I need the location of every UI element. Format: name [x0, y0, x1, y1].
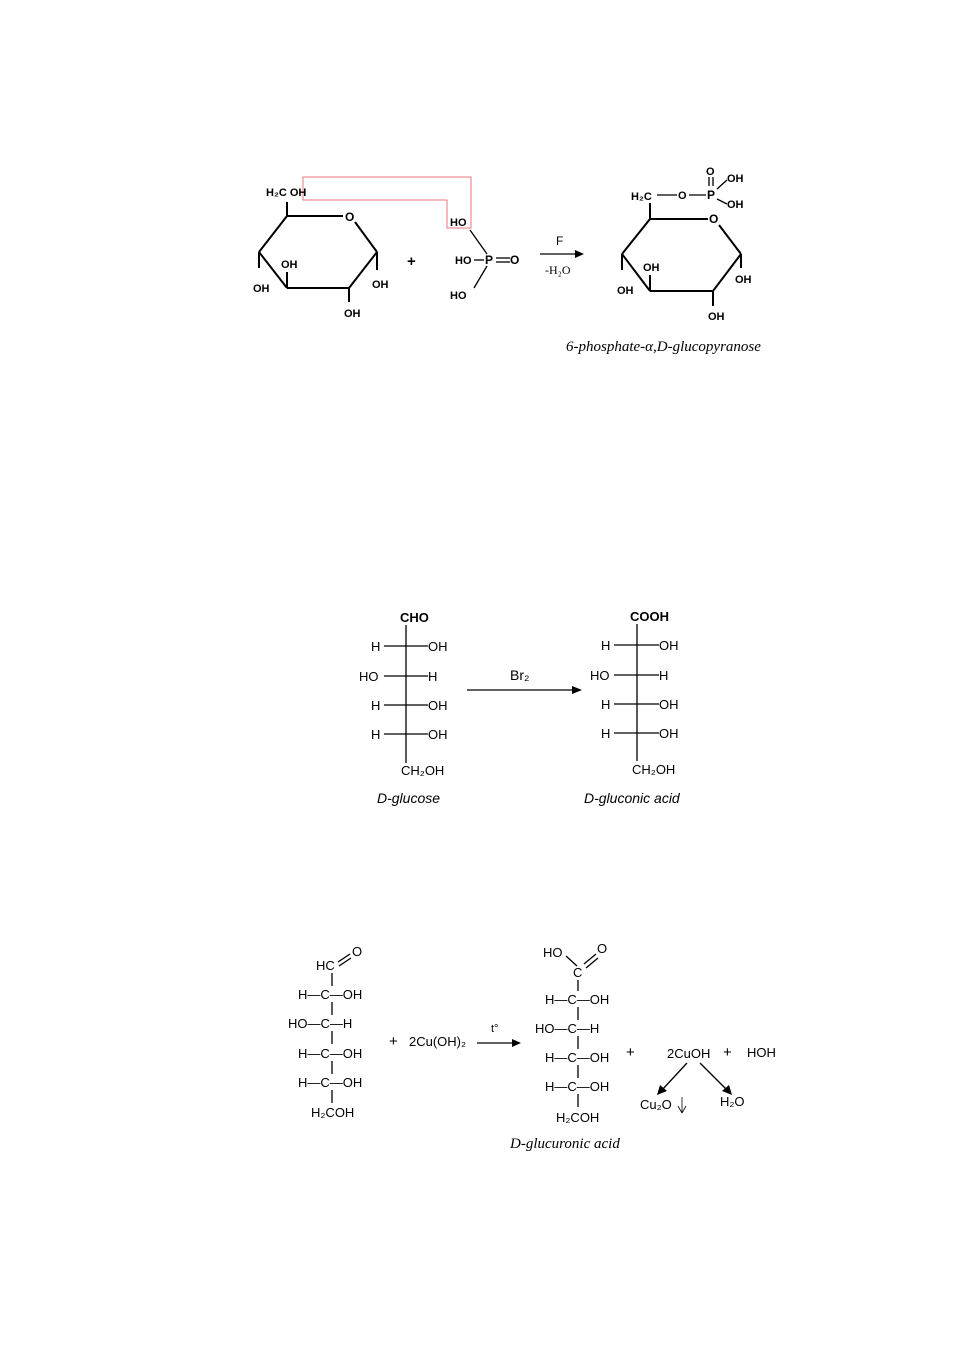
left-row4: H—C—OH	[298, 1075, 362, 1090]
gluconic-row2-left: HO	[590, 668, 610, 683]
gluconic-name: D-gluconic acid	[584, 790, 681, 806]
arrow-label-top: F	[556, 234, 563, 248]
oh-ring-label: OH	[281, 259, 298, 271]
gluconic-row1-right: OH	[659, 638, 679, 653]
oh-left-label: OH	[253, 283, 270, 295]
h2o-label: H₂O	[720, 1094, 745, 1109]
left-hc-label: HC	[316, 958, 335, 973]
glucose-ring	[258, 202, 378, 302]
gluconic-row1-left: H	[601, 638, 610, 653]
gluconic-row3-left: H	[601, 697, 610, 712]
product-oh-bottom-label: OH	[708, 311, 725, 323]
link-oxygen-label: O	[678, 190, 687, 202]
arrow-label-bottom: -H₂O	[545, 263, 571, 277]
oh-bottom-label: OH	[344, 308, 361, 320]
ho-bottom-label: HO	[450, 290, 467, 302]
right-row1: H—C—OH	[545, 992, 609, 1007]
glucose-row3-right: OH	[428, 698, 448, 713]
ring-oxygen-label: O	[345, 210, 354, 224]
product-ring-oxygen-label: O	[709, 212, 718, 226]
plus-sign-3: +	[723, 1044, 732, 1061]
gluconic-row4-right: OH	[659, 726, 679, 741]
product-phosphorus-label: P	[707, 188, 715, 202]
reagent-label: 2Cu(OH)₂	[409, 1034, 466, 1049]
ho-mid-label: HO	[455, 255, 472, 267]
glucose-row1-right: OH	[428, 639, 448, 654]
gluconic-bottom-group: CH₂OH	[632, 762, 675, 777]
highlight-connector	[302, 176, 472, 229]
cu2o-label: Cu₂O	[640, 1097, 672, 1112]
glucose-6-phosphate: H₂C O P O OH OH O OH OH OH	[617, 166, 752, 323]
plus-sign: +	[407, 253, 416, 270]
left-top-oxygen: O	[352, 944, 362, 959]
product-oh-right-label: OH	[735, 274, 752, 286]
precipitate-arrow-icon	[677, 1097, 687, 1114]
reaction-3: HC O H—C—OH HO—C—H H—C—OH H—C—OH H₂COH +…	[288, 941, 776, 1152]
glucose-row3-left: H	[371, 698, 380, 713]
product-top-oxygen-label: O	[706, 166, 715, 178]
ho-top-label: HO	[450, 217, 467, 229]
hoh-label: HOH	[747, 1045, 776, 1060]
glucuronic-name: D-glucuronic acid	[509, 1136, 620, 1152]
right-bottom: H₂COH	[556, 1110, 599, 1125]
cuoh-label: 2CuOH	[667, 1046, 710, 1061]
left-row1: H—C—OH	[298, 987, 362, 1002]
left-bottom: H₂COH	[311, 1105, 354, 1120]
br2-label: Br₂	[510, 667, 529, 683]
right-top-carbon: C	[573, 965, 582, 980]
p-oh-top-label: OH	[727, 173, 744, 185]
h2o-arrow	[699, 1062, 728, 1091]
glucose-top-group: CHO	[400, 610, 429, 625]
reaction-2: CHO H OH HO H H OH H OH CH₂OH D-glucose …	[359, 609, 681, 806]
oxygen-label: O	[510, 253, 519, 267]
right-row3: H—C—OH	[545, 1050, 609, 1065]
right-top-oxygen: O	[597, 941, 607, 956]
ch2oh-label: H₂C OH	[266, 187, 306, 199]
glucose-row4-left: H	[371, 727, 380, 742]
left-row2: HO—C—H	[288, 1016, 352, 1031]
h2c-label: H₂C	[631, 191, 652, 203]
right-row4: H—C—OH	[545, 1079, 609, 1094]
right-ho-label: HO	[543, 945, 563, 960]
glucose-bottom-group: CH₂OH	[401, 763, 444, 778]
gluconic-top-group: COOH	[630, 609, 669, 624]
reaction-1: H₂C OH O OH OH OH OH + HO HO P O HO F -H…	[253, 166, 761, 355]
glucose-row2-right: H	[428, 669, 437, 684]
glucose-row4-right: OH	[428, 727, 448, 742]
plus-sign-2: +	[626, 1044, 635, 1061]
gluconic-row4-left: H	[601, 726, 610, 741]
product-oh-left-label: OH	[617, 285, 634, 297]
product-oh-ring-label: OH	[643, 262, 660, 274]
oh-right-label: OH	[372, 279, 389, 291]
glucose-row1-left: H	[371, 639, 380, 654]
left-row3: H—C—OH	[298, 1046, 362, 1061]
product-name: 6-phosphate-α,D-glucopyranose	[566, 339, 761, 355]
p-oh-bottom-label: OH	[727, 199, 744, 211]
right-row2: HO—C—H	[535, 1021, 599, 1036]
plus-sign-1: +	[389, 1033, 398, 1050]
cu2o-arrow	[661, 1062, 688, 1091]
glucose-name: D-glucose	[377, 790, 440, 806]
phosphorus-label: P	[485, 253, 493, 267]
gluconic-row2-right: H	[659, 668, 668, 683]
phosphoric-acid: HO HO P O HO	[450, 217, 519, 302]
heat-label: t°	[491, 1023, 498, 1035]
glucose-row2-left: HO	[359, 669, 379, 684]
gluconic-row3-right: OH	[659, 697, 679, 712]
